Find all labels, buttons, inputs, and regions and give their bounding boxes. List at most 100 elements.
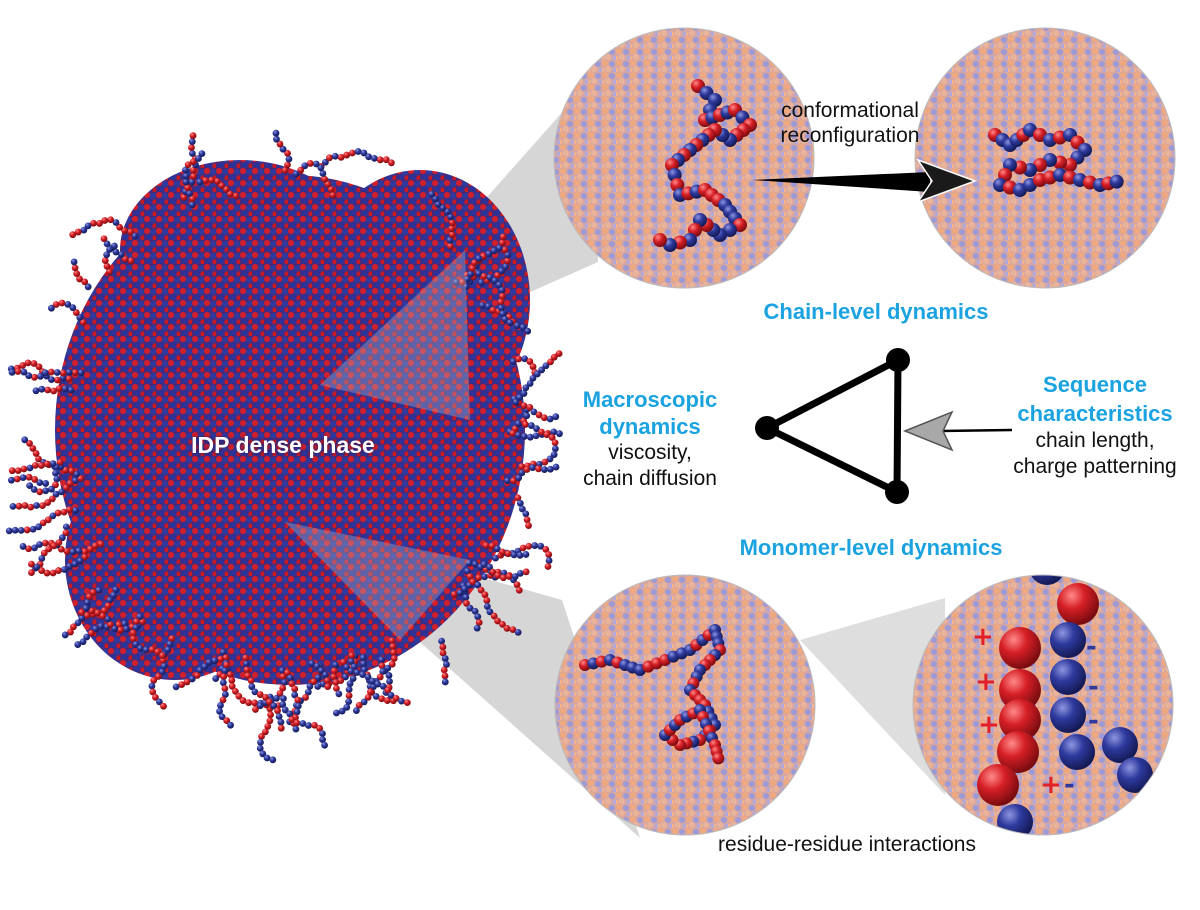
red-residue-bead (526, 404, 534, 411)
blue-residue-bead (354, 148, 362, 155)
red-residue-bead (477, 586, 485, 594)
red-residue-bead (450, 590, 458, 598)
red-residue-bead (387, 159, 395, 167)
red-residue-bead (219, 696, 227, 704)
blue-residue-bead (493, 545, 501, 553)
red-residue-bead (293, 719, 301, 727)
blue-residue-bead (434, 200, 442, 208)
red-residue-bead (28, 569, 35, 576)
sequence-title-line1: Sequence (1043, 372, 1147, 397)
red-residue-bead (999, 699, 1041, 741)
blue-residue-bead (520, 433, 528, 440)
blue-residue-bead (364, 673, 372, 681)
blue-residue-bead (471, 560, 479, 568)
red-residue-bead (466, 573, 474, 580)
blue-residue-bead (111, 242, 118, 250)
blue-residue-bead (73, 470, 80, 478)
blue-residue-bead (522, 384, 530, 392)
red-residue-bead (348, 652, 356, 659)
blue-residue-bead (467, 270, 475, 278)
red-residue-bead (525, 542, 533, 550)
red-residue-bead (392, 695, 400, 702)
blue-residue-bead (473, 624, 481, 632)
blue-residue-bead (521, 355, 529, 363)
red-residue-bead (60, 508, 68, 516)
red-residue-bead (388, 660, 396, 668)
red-residue-bead (261, 728, 269, 736)
blue-residue-bead (69, 304, 77, 312)
red-residue-bead (498, 548, 506, 556)
blue-residue-bead (504, 477, 511, 485)
blue-residue-bead (273, 694, 280, 702)
blue-residue-bead (314, 674, 322, 682)
blue-residue-bead (83, 633, 91, 641)
red-residue-bead (39, 519, 47, 527)
blue-residue-bead (19, 474, 27, 482)
red-residue-bead (29, 444, 37, 452)
blue-residue-bead (273, 135, 280, 143)
blue-residue-bead (486, 608, 494, 616)
blue-residue-bead (533, 425, 540, 433)
red-residue-bead (35, 363, 43, 371)
red-residue-bead (265, 698, 273, 706)
blue-residue-bead (285, 155, 293, 163)
red-residue-bead (480, 272, 488, 280)
blue-residue-bead (484, 302, 492, 310)
red-residue-bead (73, 270, 81, 278)
red-residue-bead (518, 463, 526, 470)
red-residue-bead (509, 626, 517, 633)
blue-residue-bead (444, 208, 451, 216)
red-residue-bead (276, 690, 284, 697)
red-residue-bead (440, 666, 448, 674)
red-residue-bead (58, 299, 66, 307)
red-residue-bead (63, 547, 71, 555)
blue-residue-bead (997, 804, 1033, 835)
red-residue-bead (218, 182, 226, 189)
red-residue-bead (184, 184, 192, 192)
blue-residue-bead (112, 248, 120, 256)
red-residue-bead (403, 699, 411, 707)
dangling-chain-ends (5, 129, 563, 764)
red-residue-bead (522, 421, 529, 428)
red-residue-bead (384, 686, 392, 694)
blue-residue-bead (281, 678, 288, 686)
blue-residue-bead (481, 573, 489, 581)
red-residue-bead (223, 661, 230, 669)
red-residue-bead (345, 692, 353, 700)
blue-residue-bead (312, 160, 320, 168)
red-residue-bead (35, 455, 42, 463)
red-residue-bead (324, 683, 332, 690)
red-residue-bead (129, 629, 137, 637)
zoom-circle-residue-closeup (912, 574, 1174, 836)
red-residue-bead (519, 544, 527, 552)
blue-residue-bead (369, 677, 376, 685)
blue-residue-bead (520, 390, 528, 397)
red-residue-bead (90, 219, 97, 227)
blue-residue-bead (17, 526, 25, 534)
blue-residue-bead (222, 691, 229, 698)
blue-residue-bead (365, 153, 373, 161)
macroscopic-block: Macroscopic dynamics viscosity, chain di… (583, 386, 718, 492)
blue-residue-bead (29, 525, 37, 533)
red-residue-bead (279, 673, 287, 680)
red-residue-bead (284, 149, 291, 157)
red-residue-bead (85, 593, 93, 601)
blue-residue-bead (38, 555, 46, 562)
blue-residue-bead (546, 415, 554, 423)
red-residue-bead (348, 149, 356, 157)
red-residue-bead (14, 368, 22, 375)
blue-residue-bead (439, 204, 447, 212)
red-residue-bead (99, 612, 106, 620)
blue-residue-bead (319, 730, 326, 738)
blue-residue-bead (248, 683, 256, 691)
blue-residue-bead (52, 490, 60, 498)
red-residue-bead (503, 624, 511, 632)
blue-residue-bead (270, 702, 278, 710)
blue-residue-bead (475, 255, 483, 262)
red-residue-bead (332, 684, 340, 692)
red-residue-bead (189, 158, 197, 166)
red-residue-bead (59, 369, 67, 377)
red-residue-bead (343, 151, 351, 159)
blue-residue-bead (532, 432, 540, 440)
blue-residue-bead (164, 646, 172, 654)
